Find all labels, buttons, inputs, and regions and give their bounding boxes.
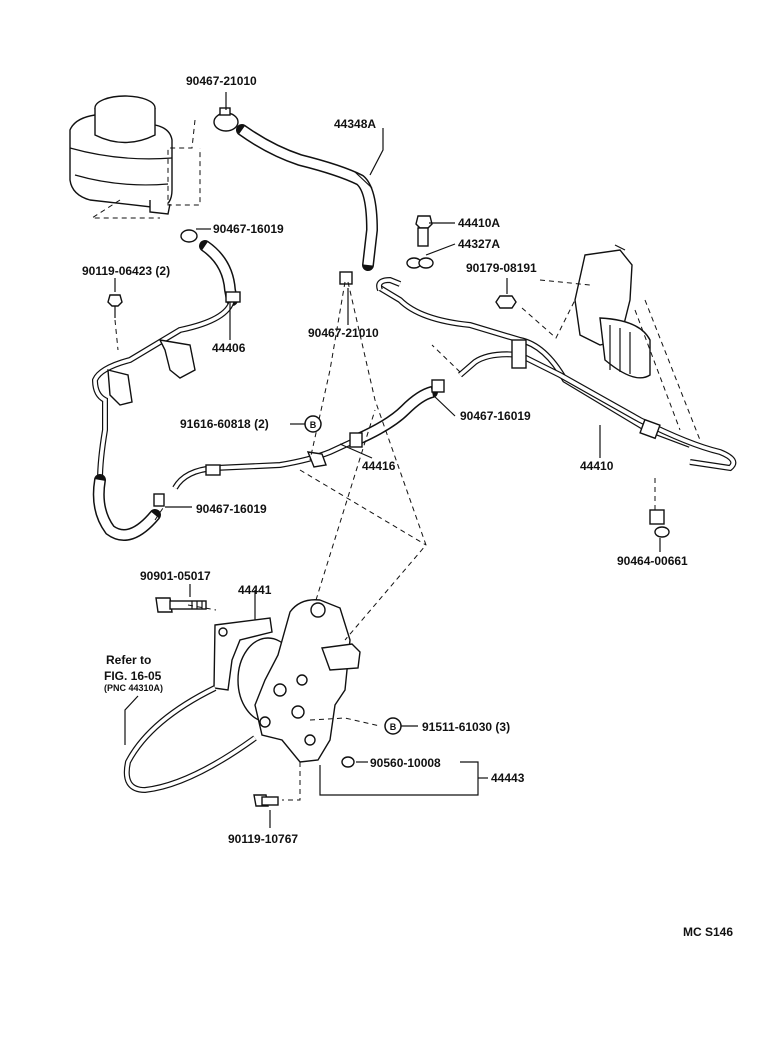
bolt-left-icon [107,294,123,318]
washer-icon [341,756,355,768]
label-refer-line2: FIG. 16-05 [104,669,162,683]
steering-gear-housing [574,244,651,379]
label-clamp-mid: 90467-21010 [308,326,379,340]
clamp-right-icon [431,379,445,393]
label-bolt-adjust: 90901-05017 [140,569,211,583]
label-bracket-assy: 44443 [491,771,525,785]
nut-gear-icon [495,295,517,309]
tube-clip-icon [649,509,670,538]
label-hose-return-upper: 44348A [334,117,376,131]
label-bracket-pump: 44441 [238,583,272,597]
clamp-reservoir-icon [180,229,198,243]
label-clip-tube: 90464-00661 [617,554,688,568]
label-clamp-reservoir: 90467-16019 [213,222,284,236]
label-nut-gear: 90179-08191 [466,261,537,275]
leader-lines [114,92,661,828]
drive-belt [123,685,257,794]
hose-clamp-bracket [306,451,327,468]
svg-text:B: B [310,420,317,430]
gasket-icon [406,257,434,269]
label-bolt-clamp: 91616-60818 (2) [180,417,269,431]
label-bolt-pump: 91511-61030 (3) [422,720,510,734]
label-tube-gear: 44410 [580,459,614,473]
label-bolt-bottom: 90119-10767 [228,832,298,846]
clamp-mid-icon [339,271,353,285]
clamp-lower-left-icon [153,493,165,507]
marker-b2: B [384,717,402,735]
svg-text:B: B [390,722,397,732]
reservoir-tank [69,95,173,215]
label-bolt-bracket-left: 90119-06423 (2) [82,264,170,278]
label-gasket-union: 44327A [458,237,500,251]
dashed-guides [90,119,701,801]
label-clamp-lower-left: 90467-16019 [196,502,267,516]
label-refer-line1: Refer to [106,653,151,667]
label-clamp-top: 90467-21010 [186,74,257,88]
adjusting-bolt-icon [155,597,207,613]
left-bracket [107,339,196,406]
marker-b1: B [304,415,322,433]
pump-bracket-44441 [213,617,273,691]
label-hose-suction: 44406 [212,341,246,355]
label-clamp-right: 90467-16019 [460,409,531,423]
label-refer-line3: (PNC 44310A) [104,683,163,693]
gear-tube-44410 [376,276,737,472]
union-bolt-icon [415,215,433,247]
figure-code: MC S146 [683,925,733,939]
label-hose-pressure: 44416 [362,459,396,473]
suction-hose-44406 [91,240,241,541]
power-steering-pump [254,599,361,763]
clamp-top-icon [213,107,239,132]
label-washer: 90560-10008 [370,756,441,770]
pressure-hose-44416 [172,386,438,490]
return-hose-44348a [236,124,379,271]
bottom-bolt-icon [253,794,279,807]
label-bolt-union: 44410A [458,216,500,230]
